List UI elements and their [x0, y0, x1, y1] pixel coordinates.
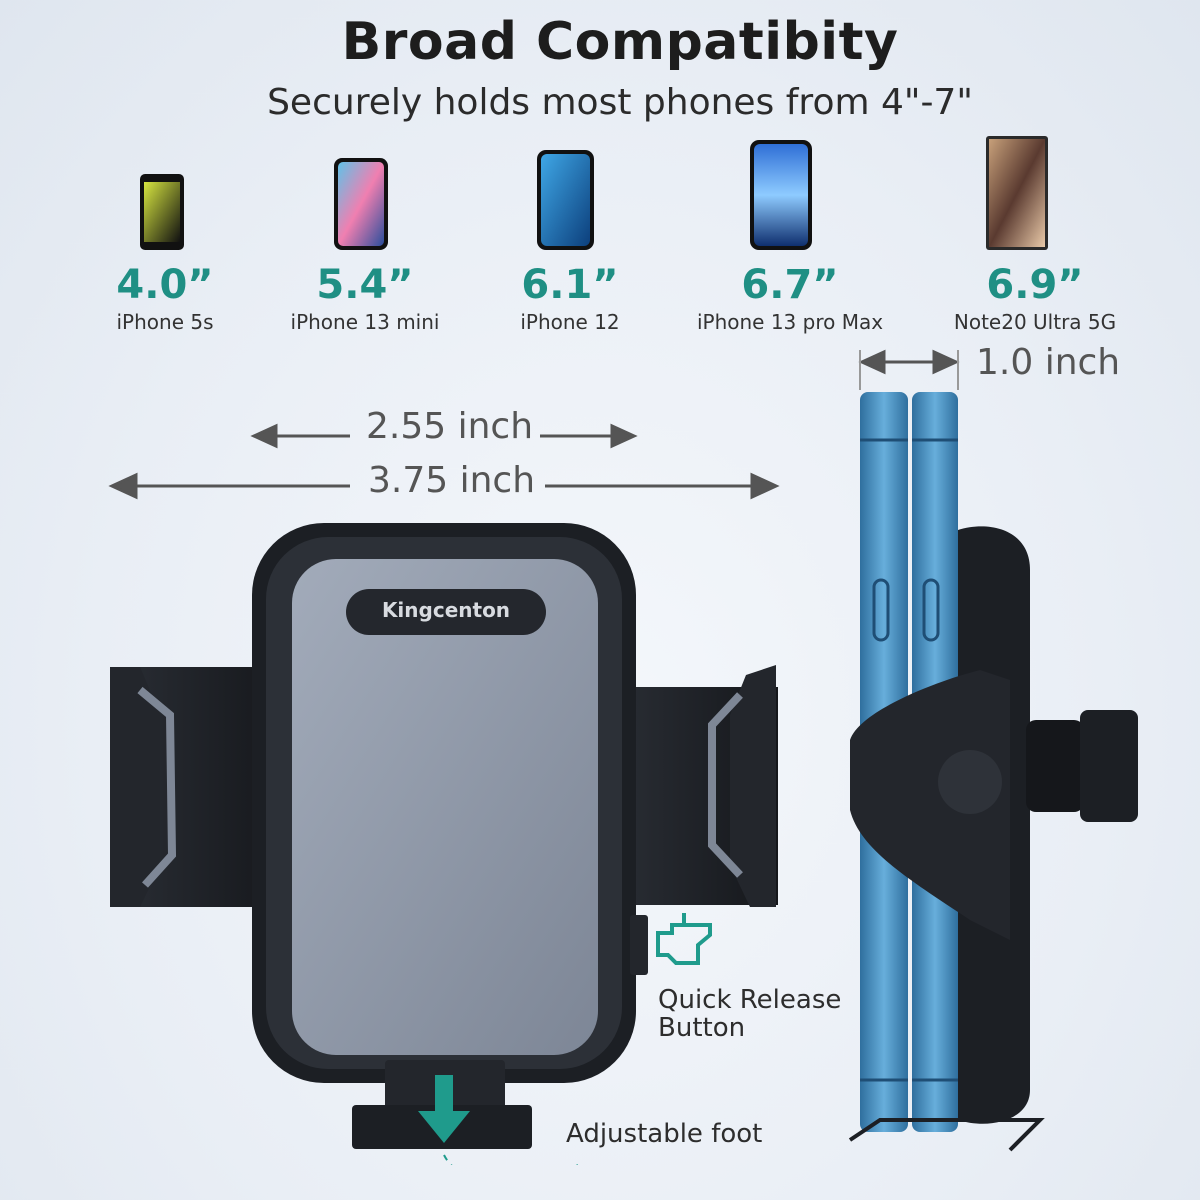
vent-clip — [850, 670, 1010, 940]
phone-model: iPhone 13 pro Max — [696, 310, 884, 334]
phone-thumb-note20 — [986, 136, 1048, 250]
quick-release-line-2: Button — [658, 1013, 746, 1043]
phone-thumb-iphone-13-pro-max — [750, 140, 812, 250]
holder-face — [292, 559, 598, 1055]
phone-item: 6.7” iPhone 13 pro Max — [670, 262, 910, 334]
inner-width-label: 2.55 inch — [366, 406, 534, 447]
page-subtitle: Securely holds most phones from 4"-7" — [267, 82, 973, 123]
release-button — [630, 915, 648, 975]
phone-size: 6.7” — [741, 262, 839, 308]
phone-model: iPhone 5s — [116, 310, 214, 334]
depth-label: 1.0 inch — [976, 342, 1121, 383]
phone-item: 6.9” Note20 Ultra 5G — [930, 262, 1140, 334]
quick-release-label: Quick Release Button — [658, 986, 841, 1042]
phone-model: iPhone 12 — [520, 310, 620, 334]
phone-thumb-iphone-12 — [537, 150, 594, 250]
holder-front-view — [110, 523, 778, 1165]
phone-size: 4.0” — [116, 262, 214, 308]
brand-label: Kingcenton — [381, 598, 511, 622]
phone-thumb-iphone-13-mini — [334, 158, 388, 250]
phone-item: 6.1” iPhone 12 — [490, 262, 650, 334]
phone-item: 4.0” iPhone 5s — [90, 262, 240, 334]
phone-thumbnails — [140, 136, 1048, 250]
quick-release-line-1: Quick Release — [658, 985, 842, 1015]
outer-width-label: 3.75 inch — [368, 460, 536, 501]
finger-press-icon — [656, 913, 712, 965]
arrow-down-icon — [418, 1075, 470, 1143]
brand-badge — [346, 589, 546, 635]
phone-size: 5.4” — [316, 262, 414, 308]
phone-size: 6.9” — [986, 262, 1084, 308]
phone-model: iPhone 13 mini — [290, 310, 440, 334]
page-title: Broad Compatibity — [341, 12, 899, 72]
phone-thumb-iphone-5s — [140, 174, 184, 250]
holder-side-view — [848, 392, 1138, 1152]
dimension-arrows — [108, 349, 960, 500]
knob — [1026, 720, 1084, 812]
adjustable-foot-label: Adjustable foot — [566, 1119, 763, 1149]
phone-item: 5.4” iPhone 13 mini — [275, 262, 455, 334]
phone-model: Note20 Ultra 5G — [953, 310, 1117, 334]
phone-size: 6.1” — [521, 262, 619, 308]
